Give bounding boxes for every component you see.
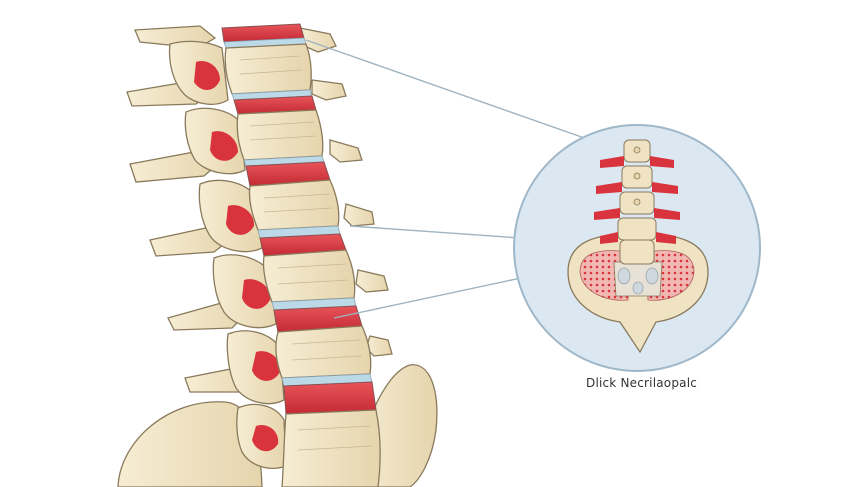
inset-caption: Dlick Necrilaopalc [586, 376, 698, 390]
facet-joints [168, 40, 287, 469]
magnified-inset [513, 124, 761, 372]
vertebral-column [221, 23, 381, 487]
